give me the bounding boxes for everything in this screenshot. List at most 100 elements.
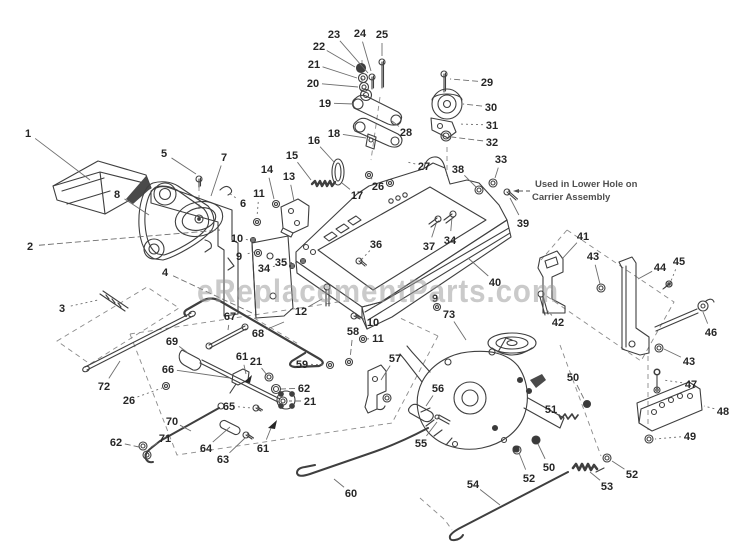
callout-32: 32 [486, 137, 498, 149]
callout-43: 43 [587, 251, 599, 263]
leader-line [561, 242, 578, 260]
leader-line [243, 364, 247, 375]
callout-64: 64 [200, 443, 213, 455]
fastener-washer [249, 236, 257, 244]
right-brackets-art [537, 250, 715, 432]
callout-33: 33 [495, 154, 507, 166]
fastener-washer [476, 187, 482, 193]
leader-line [391, 120, 400, 127]
spring-strap-art [280, 158, 345, 238]
fastener-washer [598, 285, 604, 291]
callout-51: 51 [545, 404, 557, 416]
callout-23: 23 [328, 29, 340, 41]
callout-62: 62 [298, 383, 310, 395]
fastener-washer [144, 452, 150, 458]
wedge-block-art [52, 160, 152, 215]
callout-25: 25 [376, 29, 388, 41]
fastener-bolt-shaft [506, 190, 519, 201]
leader-line [589, 471, 601, 481]
leader-line [362, 41, 372, 72]
fastener-bolt-shaft [255, 406, 264, 412]
leader-line [172, 275, 253, 314]
leader-line [611, 460, 625, 470]
fastener-washer [255, 250, 261, 256]
leader-line [425, 395, 434, 407]
leader-line [227, 324, 230, 331]
leader-line [297, 161, 312, 181]
fastener-washer [288, 262, 296, 270]
callout-38: 38 [452, 164, 464, 176]
callout-70: 70 [166, 416, 178, 428]
fastener-washer [140, 443, 146, 449]
fastener-bolt-shaft [381, 60, 385, 89]
callout-59: 59 [296, 359, 308, 371]
callout-55: 55 [415, 438, 427, 450]
fastener-washer [142, 450, 152, 460]
callout-12: 12 [295, 306, 307, 318]
fastener-washer [382, 393, 392, 403]
fastener-bolt-shaft [371, 75, 375, 90]
fastener-bolt-shaft [245, 433, 255, 440]
leader-line [179, 424, 192, 432]
callout-20: 20 [307, 78, 319, 90]
callout-47: 47 [685, 379, 697, 391]
fastener-washer [280, 398, 286, 404]
fastener-washer [384, 395, 390, 401]
callout-71: 71 [159, 433, 171, 445]
leader-line [663, 348, 682, 358]
callout-26: 26 [372, 181, 384, 193]
leader-line [449, 78, 479, 82]
leader-line [245, 239, 250, 241]
callout-37: 37 [423, 241, 435, 253]
fastener-nut [531, 435, 541, 445]
leader-line [545, 308, 553, 316]
leader-line [280, 387, 296, 390]
leader-line [210, 165, 222, 197]
fastener-washer [667, 282, 671, 286]
fastener-washer [656, 345, 662, 351]
leader-line [537, 443, 546, 460]
callout-67: 67 [224, 311, 236, 323]
callout-36: 36 [370, 239, 382, 251]
fastener-washer [163, 383, 169, 389]
callout-3: 3 [59, 303, 65, 315]
fastener-washer [254, 219, 260, 225]
fastener-bolt-shaft [358, 259, 368, 267]
callout-73: 73 [443, 309, 455, 321]
callout-2: 2 [27, 241, 33, 253]
callout-17: 17 [351, 190, 363, 202]
fastener-nut [516, 376, 524, 384]
leader-line [462, 103, 483, 107]
fastener-washer [440, 130, 452, 142]
fastener-washer [644, 434, 654, 444]
fastener-nut [491, 424, 499, 432]
callout-35: 35 [275, 257, 287, 269]
pin-art [99, 290, 129, 312]
callout-30: 30 [485, 102, 497, 114]
fastener-washer [299, 257, 307, 265]
leader-line [361, 250, 371, 260]
leader-line [370, 177, 373, 180]
fastener-washer [344, 357, 354, 367]
leader-line [357, 316, 365, 320]
callout-41: 41 [577, 231, 589, 243]
leader-line [124, 198, 150, 216]
leader-line [34, 138, 91, 181]
fastener-washer [301, 259, 305, 263]
fastener-washer [272, 385, 280, 393]
callout-50: 50 [567, 372, 579, 384]
leader-line [341, 182, 351, 190]
leader-line [38, 229, 221, 246]
leader-line [453, 321, 467, 341]
leader-line [256, 201, 259, 218]
callout-21: 21 [308, 59, 320, 71]
fastener-bolt-shaft [198, 177, 202, 188]
leader-line [494, 167, 499, 179]
fastener-washer [434, 304, 440, 310]
fastener-washer [385, 178, 395, 188]
leader-line [229, 437, 246, 454]
callout-6: 6 [240, 198, 246, 210]
leader-line [431, 223, 437, 238]
